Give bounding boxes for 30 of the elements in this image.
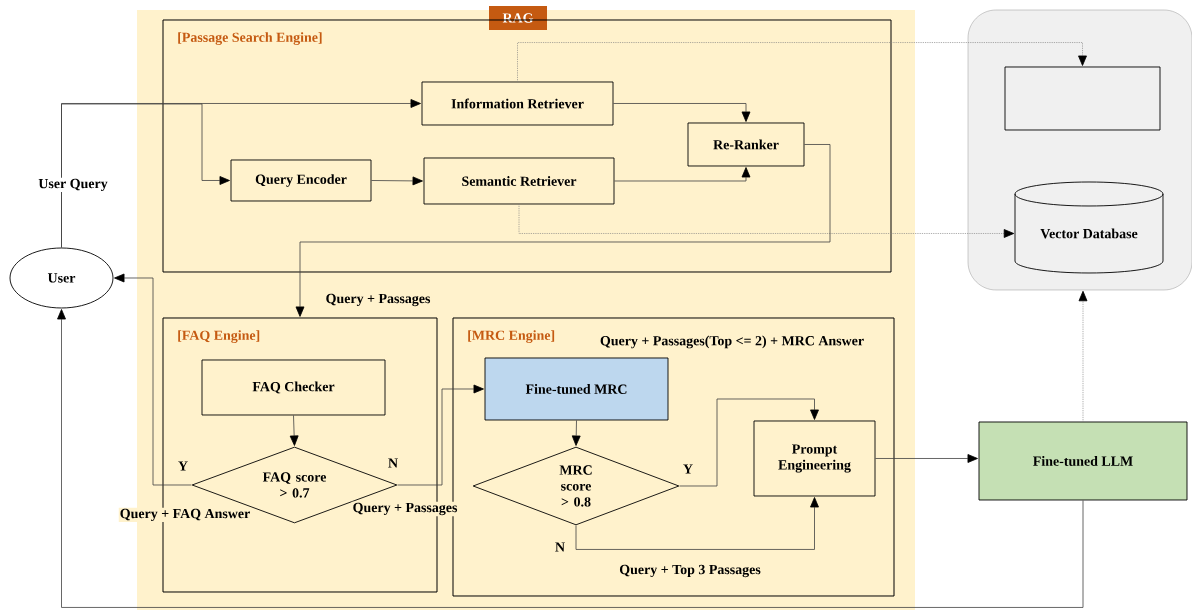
process-box: Query Encoder bbox=[230, 159, 372, 202]
arrow bbox=[295, 144, 831, 317]
branch-label: N bbox=[388, 458, 398, 468]
process-box: Re-Ranker bbox=[687, 122, 805, 167]
arrow bbox=[289, 415, 299, 446]
edge-label: User Query bbox=[37, 177, 109, 193]
arrow bbox=[371, 176, 423, 186]
arrow bbox=[57, 309, 1084, 608]
arrow bbox=[114, 273, 192, 486]
arrow bbox=[518, 204, 1015, 238]
process-box: Semantic Retriever bbox=[423, 157, 615, 205]
arrow bbox=[614, 167, 751, 182]
database-cylinder: Vector Database bbox=[1014, 181, 1164, 274]
arrow bbox=[571, 420, 581, 446]
arrow bbox=[875, 454, 978, 463]
process-box: Fine-tuned LLM bbox=[978, 421, 1188, 501]
process-box: Fine-tuned MRC bbox=[484, 357, 669, 421]
arrow bbox=[517, 42, 1087, 82]
arrow bbox=[575, 497, 819, 550]
arrow bbox=[679, 398, 819, 487]
arrow bbox=[1078, 290, 1088, 422]
arrow bbox=[61, 103, 230, 248]
branch-label: Y bbox=[683, 464, 693, 474]
arrow bbox=[613, 103, 751, 122]
process-box: Information Retriever bbox=[421, 81, 614, 126]
arrow bbox=[397, 384, 484, 486]
branch-label: N bbox=[555, 542, 565, 552]
process-box bbox=[1004, 66, 1161, 131]
process-box: FAQ Checker bbox=[201, 359, 386, 416]
process-box: Prompt Engineering bbox=[753, 420, 876, 497]
